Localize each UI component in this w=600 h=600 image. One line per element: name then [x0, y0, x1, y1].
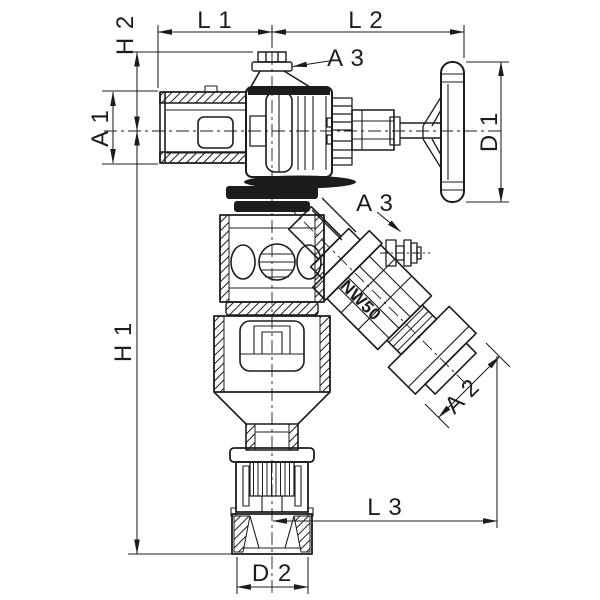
dimension-l2: [271, 25, 465, 58]
coupling-nut: [229, 447, 315, 555]
stem-collar: [389, 116, 401, 146]
port-socket-opening: [197, 116, 234, 149]
label-l1: L 1: [197, 7, 232, 34]
casting-lug: [204, 85, 218, 93]
branch-test-port: [385, 239, 422, 267]
label-l3: L 3: [367, 494, 402, 521]
left-hub: [249, 115, 267, 147]
inner-cartridge: [239, 320, 305, 372]
thread-insert: [249, 461, 295, 497]
label-h1: H 1: [110, 322, 137, 362]
nut-collar: [231, 513, 313, 555]
label-a3-top: A 3: [327, 45, 365, 72]
label-a3-branch: A 3: [356, 190, 394, 217]
grip-slot-left: [242, 465, 250, 507]
dimension-a2: [424, 342, 511, 429]
sight-window-right: [296, 244, 322, 280]
handwheel-hub: [422, 96, 442, 169]
dimension-lines: [102, 25, 511, 594]
body-window-section: [219, 214, 325, 303]
dimension-a1: [102, 90, 158, 165]
outlet-bell: [213, 391, 331, 451]
label-a2: A 2: [439, 373, 485, 419]
dimension-l3: [272, 356, 498, 528]
leader-a3-branch: [376, 211, 402, 232]
valve-body: [159, 51, 477, 555]
branch-flange: [311, 229, 383, 301]
dimension-d1: [466, 61, 509, 203]
label-h2: H 2: [112, 15, 139, 55]
branch-end-nut: [387, 305, 477, 395]
dimension-d2: [236, 557, 309, 594]
handwheel: [422, 61, 465, 203]
body-lower-shell: [213, 301, 331, 393]
label-a1: A 1: [87, 109, 114, 147]
branch-axis-centerline: [286, 204, 469, 387]
branch-union-body: [326, 244, 433, 351]
left-port: [159, 85, 247, 164]
top-test-plug: [251, 51, 293, 72]
label-d2: D 2: [252, 560, 292, 587]
branch-assembly: [287, 205, 477, 395]
dimension-l1: [157, 25, 273, 88]
valve-stem: [351, 109, 442, 151]
check-cartridge-housing: [245, 86, 333, 178]
grip-slot-right: [294, 465, 302, 507]
spring-column: [326, 97, 353, 166]
branch-shoulder: [321, 197, 357, 233]
leader-a3-top: [292, 60, 330, 68]
label-l2: L 2: [348, 7, 383, 34]
label-d1: D 1: [476, 112, 503, 152]
sight-window-left: [230, 244, 256, 280]
packing-gland: [226, 175, 357, 241]
